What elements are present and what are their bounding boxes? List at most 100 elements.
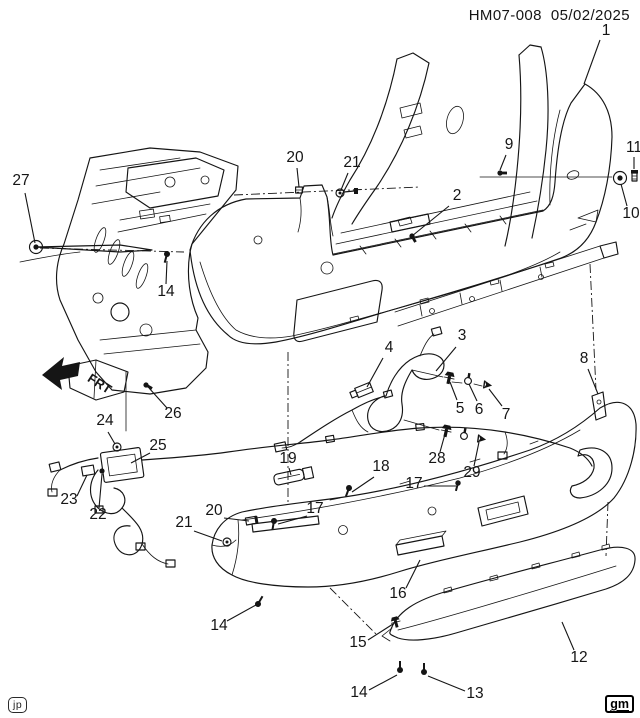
- frt-label: FRT: [85, 370, 114, 396]
- author-stamp: jp: [8, 697, 28, 713]
- callout-19: 19: [279, 450, 296, 467]
- callout-17-left: 17: [306, 500, 323, 517]
- leader-20-lower: [224, 518, 249, 521]
- grommet-10: [612, 170, 628, 186]
- leader-3: [436, 347, 456, 371]
- callout-9: 9: [505, 136, 514, 153]
- screw-14-bottom: [396, 660, 404, 674]
- doc-code: HM07-008: [468, 7, 542, 24]
- callout-6: 6: [475, 401, 484, 418]
- callout-21-lower: 21: [175, 514, 192, 531]
- callout-17-right: 17: [405, 475, 422, 492]
- leader-29: [474, 442, 479, 466]
- screw-14-left: [252, 593, 267, 610]
- callout-26: 26: [164, 405, 181, 422]
- callout-1: 1: [602, 22, 611, 39]
- leader-20-top: [297, 168, 299, 187]
- gm-logo-text: gm: [610, 697, 629, 711]
- quarter-panel-structure: [20, 148, 238, 394]
- leader-27: [25, 193, 35, 243]
- callout-16: 16: [389, 585, 406, 602]
- rear-body-panel: [332, 45, 548, 254]
- leader-16: [406, 560, 420, 588]
- callout-21-top: 21: [343, 154, 360, 171]
- construction-lines: [40, 177, 612, 634]
- bolt-9: [497, 170, 507, 176]
- leader-21-top: [341, 173, 348, 190]
- callout-15: 15: [349, 634, 366, 651]
- callout-10: 10: [622, 205, 640, 222]
- callout-3: 3: [458, 327, 467, 344]
- callout-18: 18: [372, 458, 389, 475]
- stud-20-lower: [245, 516, 259, 525]
- harness-connector-19: [273, 467, 313, 486]
- callout-7: 7: [502, 406, 511, 423]
- callout-20-lower: 20: [205, 502, 223, 519]
- callout-14-left: 14: [210, 617, 228, 634]
- reflector-16: [396, 531, 446, 555]
- frt-arrow-icon: [42, 357, 80, 390]
- gm-logo: gm: [605, 695, 634, 713]
- leader-17-left: [278, 516, 307, 524]
- leader-19: [289, 468, 291, 475]
- wiring-harness-upper: [274, 327, 444, 452]
- bumper-fascia-lower: [212, 392, 636, 587]
- leader-22: [99, 474, 102, 508]
- leader-1: [584, 40, 600, 84]
- callout-11: 11: [626, 139, 640, 156]
- leader-13: [428, 676, 465, 691]
- harness-connector-4: [349, 382, 373, 400]
- callout-2: 2: [453, 187, 462, 204]
- leader-26: [149, 388, 167, 408]
- callout-14-bottom: 14: [350, 684, 368, 701]
- grommet-24: [112, 442, 122, 452]
- callout-23: 23: [60, 491, 77, 508]
- wiring-harness-lower: [48, 424, 592, 567]
- leader-5: [450, 382, 457, 400]
- callout-27: 27: [12, 172, 29, 189]
- callout-24: 24: [96, 412, 114, 429]
- bolt-26: [142, 381, 154, 391]
- leader-7: [489, 389, 502, 406]
- callout-12: 12: [570, 649, 587, 666]
- fasteners: [28, 170, 638, 676]
- leader-28: [440, 434, 445, 452]
- callout-25: 25: [149, 437, 166, 454]
- frt-direction-arrow: FRT: [42, 357, 128, 400]
- bolt-21-top: [335, 188, 358, 198]
- leader-24: [108, 432, 115, 444]
- callout-13: 13: [466, 685, 483, 702]
- callout-4: 4: [385, 339, 394, 356]
- callout-29: 29: [463, 464, 480, 481]
- leader-12: [562, 622, 574, 650]
- leader-14-bottom: [369, 675, 397, 690]
- screw-22: [99, 468, 105, 474]
- leader-4: [367, 358, 383, 387]
- license-opening: [294, 280, 382, 341]
- leader-14-left: [227, 605, 256, 621]
- leader-23: [77, 475, 87, 496]
- callout-20-top: 20: [286, 149, 304, 166]
- leader-9: [500, 155, 506, 170]
- leader-15: [368, 624, 393, 640]
- leader-25: [131, 453, 150, 463]
- skid-plate: [382, 544, 635, 641]
- screw-14-upper: [160, 249, 172, 265]
- leader-10: [621, 184, 627, 206]
- leader-18: [352, 477, 374, 492]
- callout-8: 8: [580, 350, 589, 367]
- callout-28: 28: [428, 450, 445, 467]
- screw-17-left: [268, 516, 279, 532]
- callout-14-upper: 14: [157, 283, 175, 300]
- callout-22: 22: [89, 506, 106, 523]
- author-initials: jp: [13, 699, 23, 711]
- leader-8: [588, 369, 598, 394]
- leader-14-upper: [166, 261, 167, 284]
- harness-connector-23: [81, 465, 94, 476]
- leader-6: [469, 384, 477, 401]
- leader-21-lower: [194, 531, 222, 541]
- callout-leader-lines: [25, 40, 634, 691]
